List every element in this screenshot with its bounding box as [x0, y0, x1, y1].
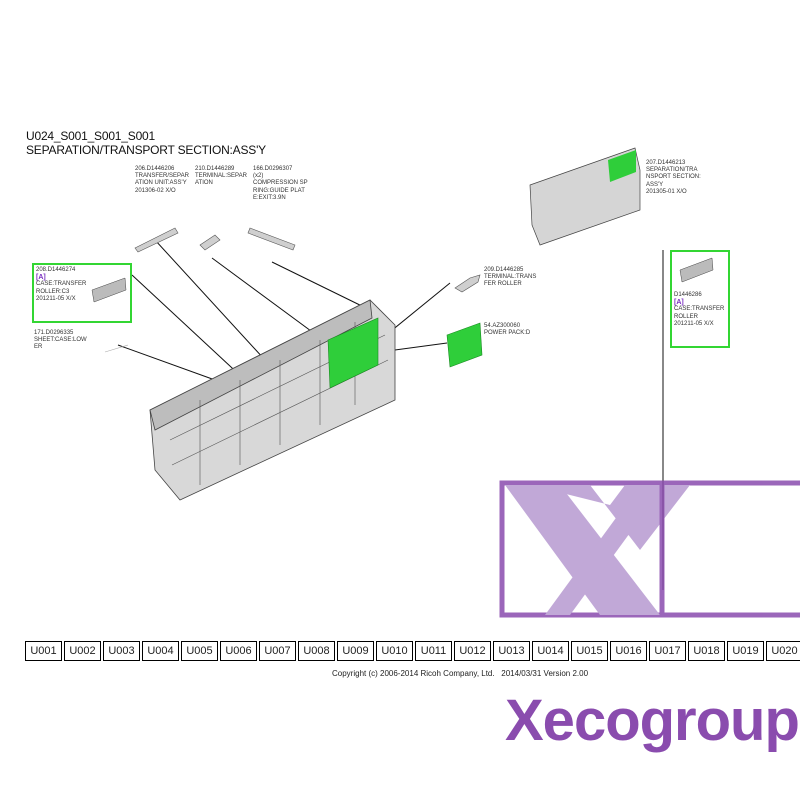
callout-tag: [A]: [36, 274, 46, 282]
callout-part-number: 208.D1446274: [36, 267, 76, 273]
tab-u008[interactable]: U008: [298, 641, 335, 661]
green-board: [327, 317, 379, 389]
tab-u007[interactable]: U007: [259, 641, 296, 661]
part-label-206[interactable]: 206.D1446206 TRANSFER/SEPAR ATION UNIT:A…: [135, 166, 189, 194]
copyright-text: Copyright (c) 2006-2014 Ricoh Company, L…: [332, 669, 495, 678]
power-pack: [446, 322, 483, 368]
watermark-logo: [499, 480, 800, 618]
callout-tag: [A]: [674, 299, 684, 307]
tab-u011[interactable]: U011: [415, 641, 452, 661]
tab-u005[interactable]: U005: [181, 641, 218, 661]
callout-box-208[interactable]: 208.D1446274[A]CASE:TRANSFER ROLLER:C3 2…: [32, 263, 132, 323]
part-label-171[interactable]: 171.D0296335 SHEET:CASE:LOW ER: [34, 330, 87, 351]
tab-u001[interactable]: U001: [25, 641, 62, 661]
watermark-brand-text: Xecogroup: [505, 688, 800, 753]
callout-description: CASE:TRANSFER ROLLER:C3 201211-05 X/X: [36, 281, 87, 302]
part-label-54[interactable]: 54.AZ300060 POWER PACK:D: [484, 323, 531, 337]
callout-text: D1446286[A]CASE:TRANSFER ROLLER 201211-0…: [674, 292, 724, 328]
tab-u014[interactable]: U014: [532, 641, 569, 661]
part-label-209[interactable]: 209.D1446285 TERMINAL:TRANS FER ROLLER: [484, 267, 537, 288]
part-label-207[interactable]: 207.D1446213 SEPARATION/TRA NSPORT SECTI…: [646, 160, 701, 195]
part-label-166[interactable]: 166.D0296307 (x2) COMPRESSION SP RING:GU…: [253, 166, 308, 201]
tab-u017[interactable]: U017: [649, 641, 686, 661]
tab-u019[interactable]: U019: [727, 641, 764, 661]
diagram-code: U024_S001_S001_S001: [26, 129, 155, 143]
callout-text: 208.D1446274[A]CASE:TRANSFER ROLLER:C3 2…: [36, 267, 86, 303]
callout-description: CASE:TRANSFER ROLLER 201211-05 X/X: [674, 306, 725, 327]
tab-u009[interactable]: U009: [337, 641, 374, 661]
tab-u016[interactable]: U016: [610, 641, 647, 661]
callout-box-d1446286[interactable]: D1446286[A]CASE:TRANSFER ROLLER 201211-0…: [670, 250, 730, 348]
callout-part-number: D1446286: [674, 292, 702, 298]
copyright-footer: Copyright (c) 2006-2014 Ricoh Company, L…: [332, 669, 588, 678]
tab-u002[interactable]: U002: [64, 641, 101, 661]
tab-u006[interactable]: U006: [220, 641, 257, 661]
tab-u012[interactable]: U012: [454, 641, 491, 661]
tab-u015[interactable]: U015: [571, 641, 608, 661]
version-text: 2014/03/31 Version 2.00: [501, 669, 589, 678]
page-title: SEPARATION/TRANSPORT SECTION:ASS'Y: [26, 143, 266, 157]
tab-u004[interactable]: U004: [142, 641, 179, 661]
tab-u020[interactable]: U020: [766, 641, 800, 661]
tab-u018[interactable]: U018: [688, 641, 725, 661]
tab-u010[interactable]: U010: [376, 641, 413, 661]
tab-u013[interactable]: U013: [493, 641, 530, 661]
part-label-210[interactable]: 210.D1446289 TERMINAL:SEPAR ATION: [195, 166, 247, 187]
tab-u003[interactable]: U003: [103, 641, 140, 661]
